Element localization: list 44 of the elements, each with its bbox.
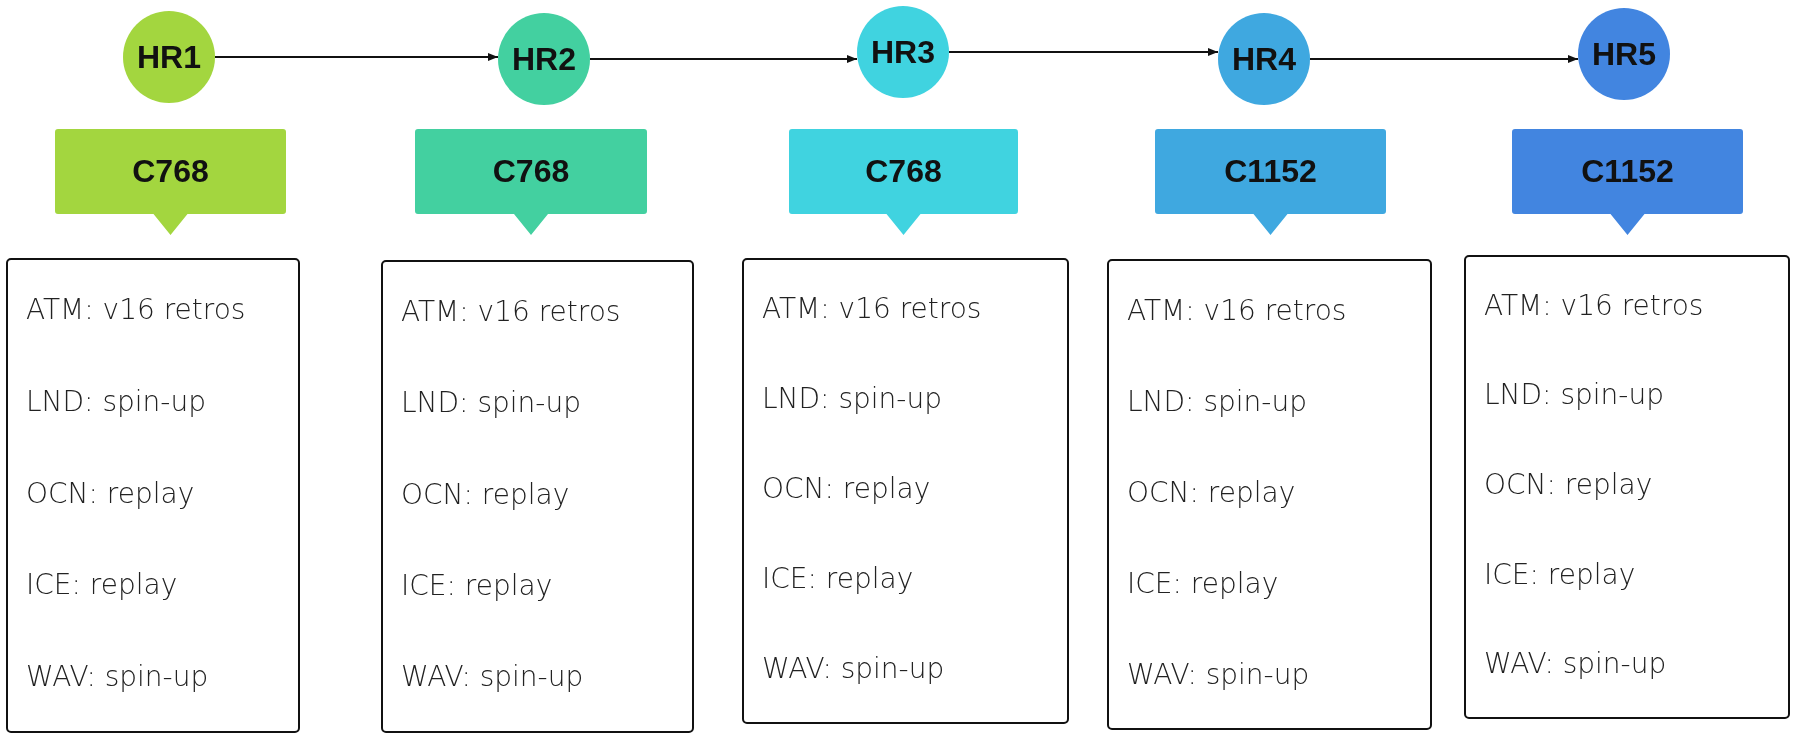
box-text: OCN: replay (26, 475, 196, 512)
box-text: ICE: replay (26, 567, 179, 604)
callout-label: C768 (415, 129, 647, 235)
arrow (1309, 55, 1579, 63)
box-text: LND: spin-up (401, 385, 582, 422)
stage-circle: HR1 (123, 11, 215, 103)
box-text: ATM: v16 retros (401, 293, 622, 330)
text-box (6, 258, 300, 733)
box-text: WAV: spin-up (401, 659, 585, 696)
text-box (1107, 259, 1432, 730)
box-text: ATM: v16 retros (26, 292, 247, 328)
box-text: LND: spin-up (1127, 383, 1308, 420)
arrow (589, 55, 858, 63)
text-box (742, 258, 1069, 724)
box-text: LND: spin-up (1484, 377, 1665, 414)
box-text: WAV: spin-up (26, 659, 210, 696)
box-text: ICE: replay (401, 567, 554, 604)
box-text: OCN: replay (401, 476, 571, 513)
box-text: ATM: v16 retros (1127, 292, 1348, 329)
box-text: OCN: replay (1484, 467, 1654, 504)
stage-circle: HR4 (1218, 13, 1310, 105)
box-text: ICE: replay (762, 561, 915, 598)
box-text: ATM: v16 retros (1484, 287, 1705, 324)
box-text: WAV: spin-up (1484, 646, 1668, 683)
text-box (1464, 255, 1790, 719)
callout-label: C768 (55, 129, 286, 235)
arrow (948, 48, 1219, 56)
box-text: ICE: replay (1127, 565, 1280, 602)
box-text: ATM: v16 retros (762, 291, 983, 328)
stage-circle: HR2 (498, 13, 590, 105)
arrow (214, 53, 499, 61)
stage-circle: HR5 (1578, 8, 1670, 100)
box-text: LND: spin-up (762, 381, 943, 418)
callout-label: C1152 (1155, 129, 1386, 235)
callout-label: C1152 (1512, 129, 1743, 235)
box-text: WAV: spin-up (1127, 656, 1311, 693)
stage-circle: HR3 (857, 6, 949, 98)
box-text: WAV: spin-up (762, 651, 946, 688)
callout-label: C768 (789, 129, 1018, 235)
box-text: ICE: replay (1484, 556, 1637, 593)
box-text: LND: spin-up (26, 383, 207, 420)
text-box (381, 260, 694, 733)
box-text: OCN: replay (1127, 474, 1297, 511)
box-text: OCN: replay (762, 471, 932, 508)
